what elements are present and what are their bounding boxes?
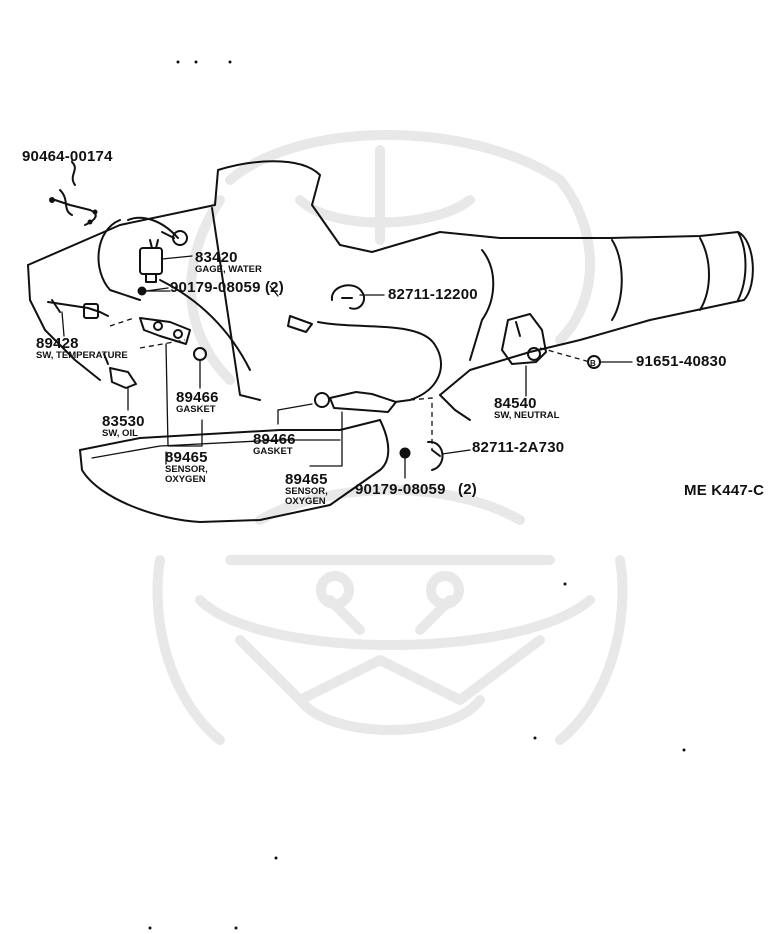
part-number-label: 91651-40830	[636, 353, 727, 370]
part-name-label: SW, OIL	[102, 428, 138, 439]
part-number-label: 89466	[176, 389, 219, 406]
part-name-label: GASKET	[176, 404, 216, 415]
part-name-label: GASKET	[253, 446, 293, 457]
part-name-label: OXYGEN	[285, 496, 326, 507]
water-gage-part	[139, 230, 188, 283]
part-name-label: SENSOR,	[165, 464, 208, 475]
part-name-label: SW, TEMPERATURE	[36, 350, 128, 361]
part-name-label: GAGE, WATER	[195, 264, 262, 275]
oxygen-sensor-part	[287, 315, 397, 413]
part-number-label: 90179-08059 (2)	[170, 279, 284, 296]
leader-lines	[61, 159, 633, 479]
scan-specks	[148, 60, 686, 930]
part-number-label: 89465	[165, 449, 208, 466]
bolt-part-lower	[399, 447, 411, 459]
exhaust-flange-part	[139, 317, 191, 345]
part-labels: 90464-00174 83420 GAGE, WATER 90179-0805…	[22, 148, 764, 507]
part-name-label: OXYGEN	[165, 474, 206, 485]
part-number-label: 90179-08059	[355, 481, 446, 498]
neutral-switch-part	[501, 313, 547, 365]
clamp-part-lower	[427, 440, 444, 471]
part-number-label: 83420	[195, 249, 238, 266]
dashed-guide-lines	[109, 317, 591, 450]
svg-text:B: B	[590, 359, 596, 368]
part-number-label: 90464-00174	[22, 148, 113, 165]
watermark-logo	[152, 130, 628, 745]
temperature-switch-part	[47, 299, 109, 319]
diagram-reference-code: ME K447-C	[684, 482, 764, 499]
part-number-label: 84540	[494, 395, 537, 412]
part-number-label: 82711-2A730	[472, 439, 564, 456]
part-number-label: 89428	[36, 335, 79, 352]
transmission-housing	[27, 160, 754, 523]
oil-switch-part	[103, 353, 137, 389]
bolt-part-right: B	[587, 355, 601, 369]
part-number-label: 89466	[253, 431, 296, 448]
part-name-label: SENSOR,	[285, 486, 328, 497]
part-number-label: 89465	[285, 471, 328, 488]
part-name-label: SW, NEUTRAL	[494, 410, 560, 421]
clamp-part-top	[330, 284, 366, 310]
part-number-label: 82711-12200	[388, 286, 478, 303]
part-quantity-label: (2)	[458, 481, 477, 498]
part-number-label: 83530	[102, 413, 145, 430]
